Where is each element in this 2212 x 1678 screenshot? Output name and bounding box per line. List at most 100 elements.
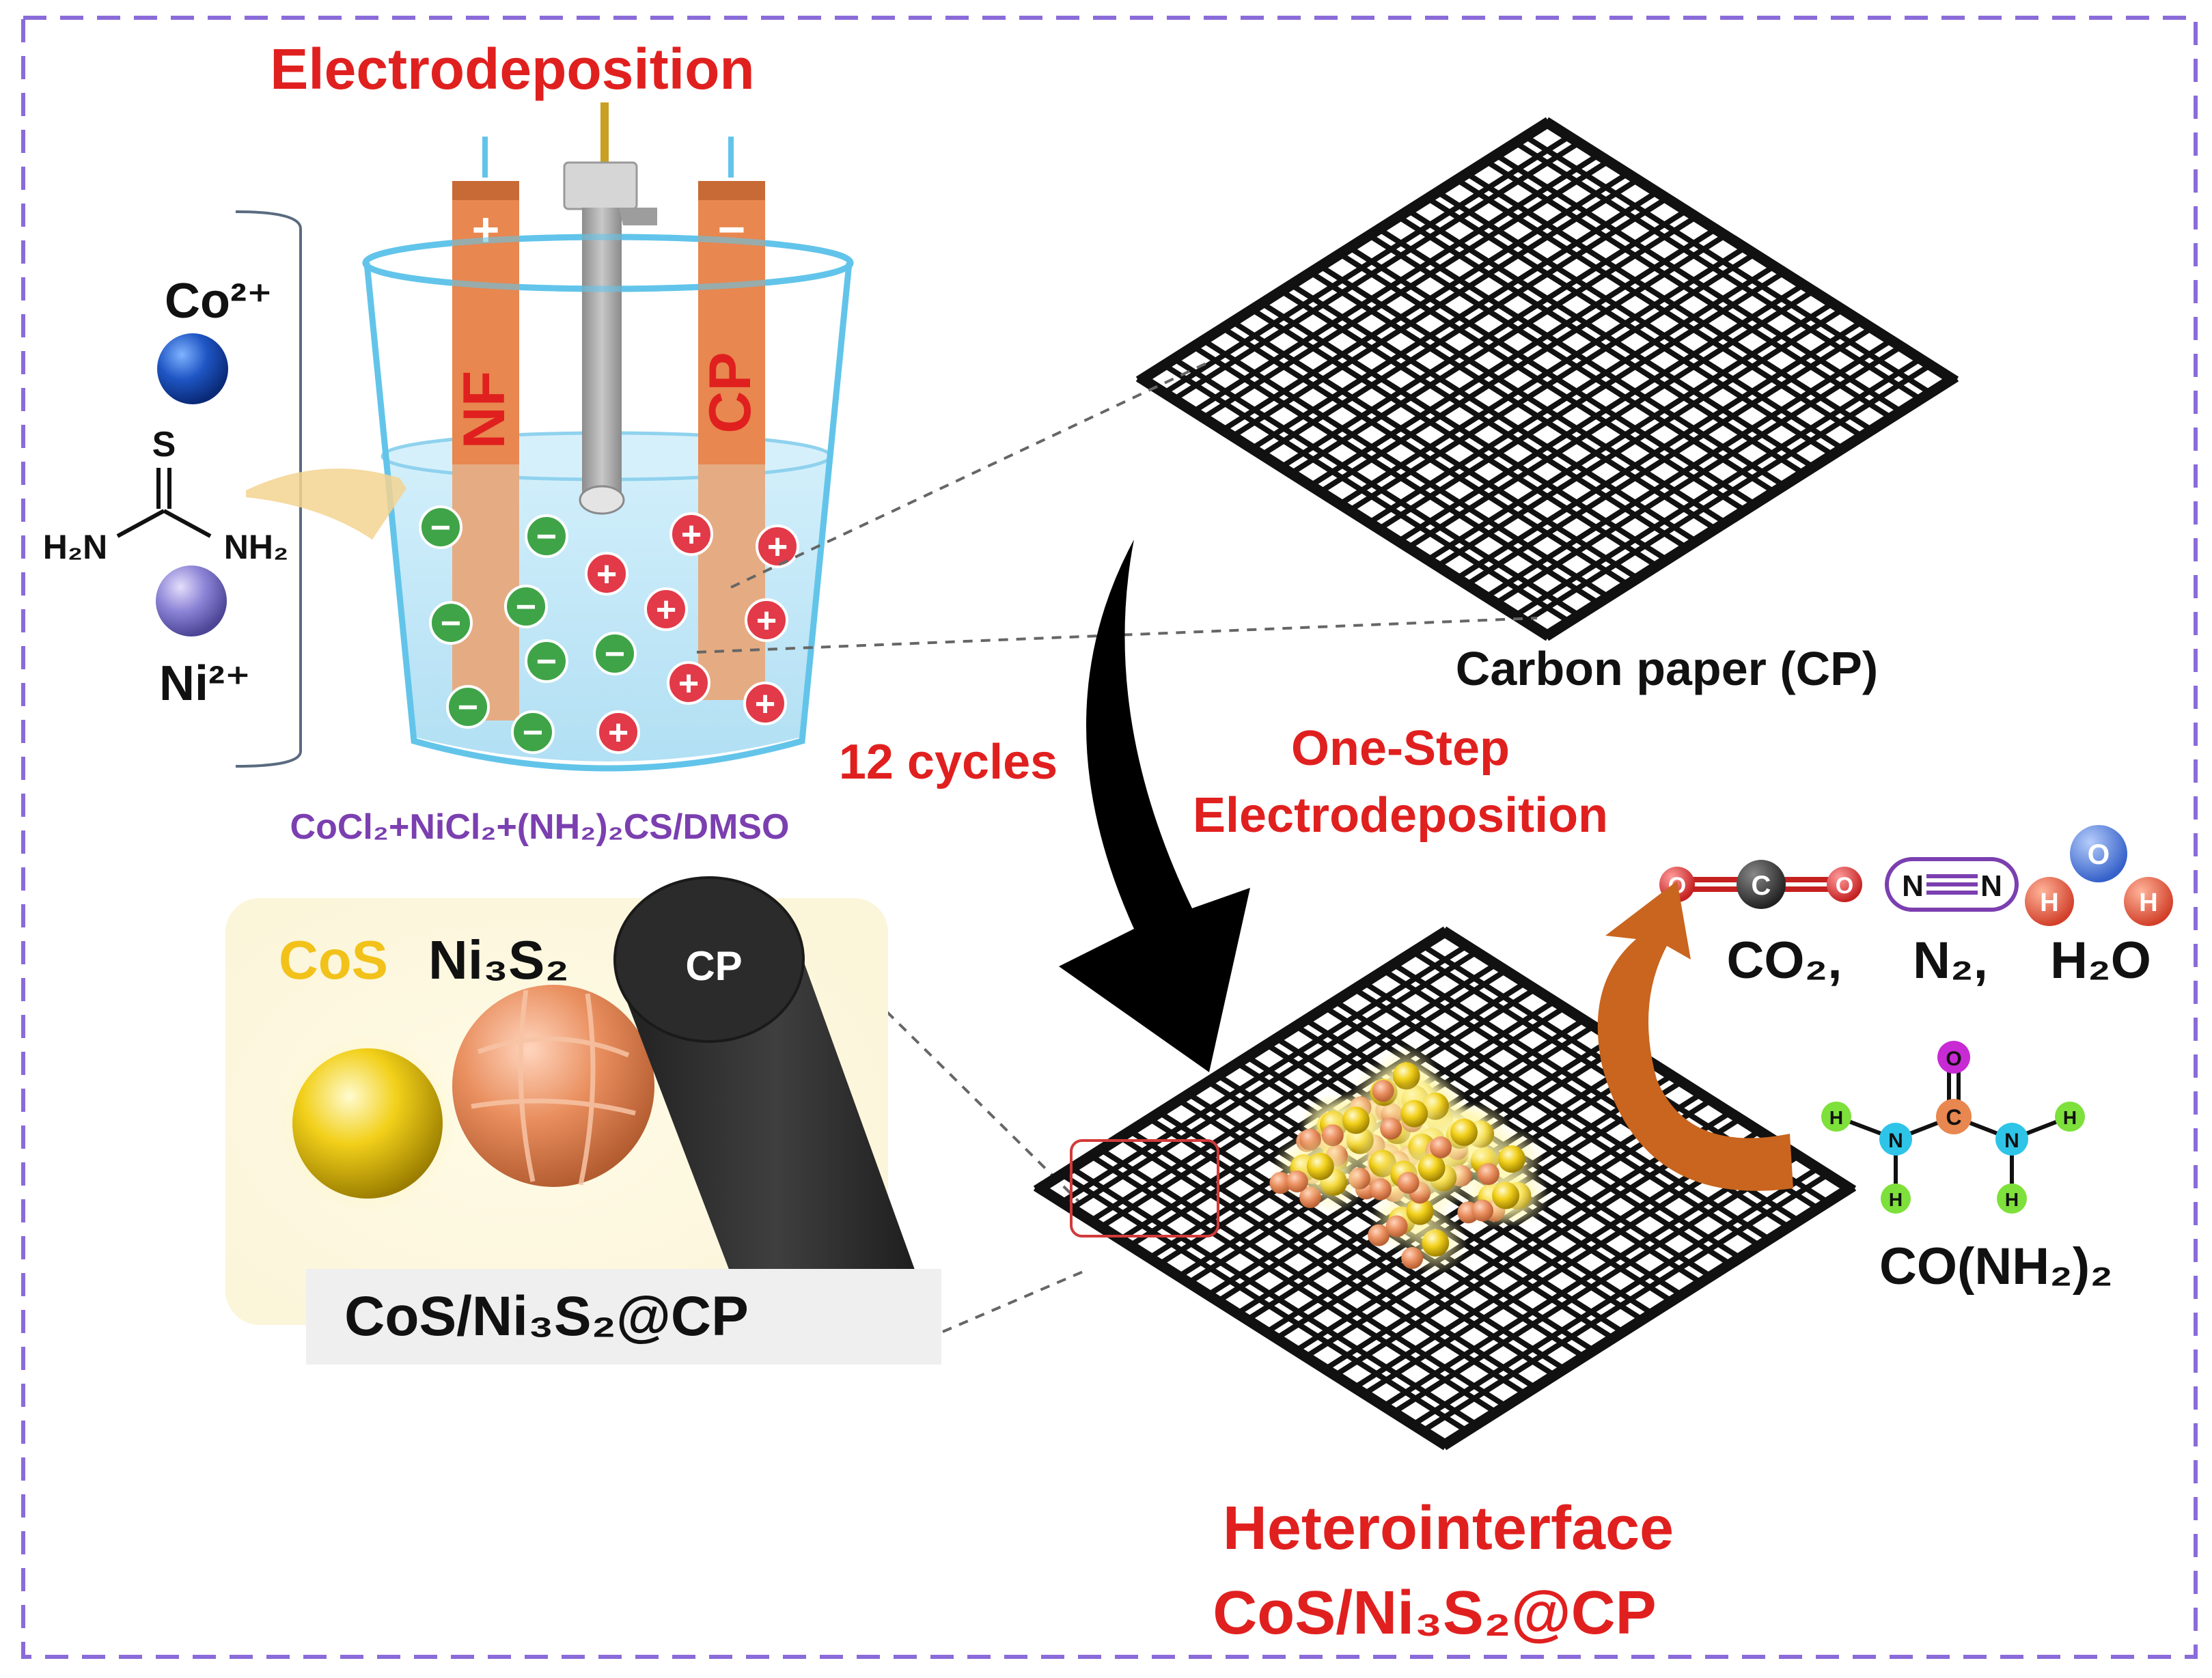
anion-marker: − [419,505,462,549]
anode-label: NF [452,371,517,449]
co-ion-label: Co²⁺ [165,274,273,328]
mesh-strand [1306,268,1720,533]
mesh-strand [1277,206,1691,471]
svg-text:+: + [678,664,699,703]
catalyst-particles [1269,1044,1549,1275]
ni-ion-sphere [156,565,227,637]
svg-text:−: − [441,604,461,643]
mesh-strand [1135,117,1549,382]
anode-immersed [452,464,519,721]
mesh-strand [1155,1108,1568,1373]
mesh-strand [1394,212,1808,477]
mesh-strand [1540,120,1954,384]
mesh-strand [1482,157,1896,422]
cathode-cap [698,181,765,200]
cation-marker: + [743,682,787,725]
electrodeposition-title: Electrodeposition [270,37,754,101]
svg-text:+: + [756,601,777,641]
mesh-strand [1248,305,1661,570]
mesh-strand [1141,374,1554,638]
mesh-strand [1374,225,1788,490]
cp-rod-body [615,949,936,1328]
mesh-strand [1453,176,1866,441]
urea-h1-label: H [1829,1107,1843,1128]
cos-particle [1418,1153,1446,1181]
cation-marker: + [585,552,628,596]
anion-marker: − [525,639,568,683]
co2-atom-c: C [1752,871,1771,901]
ni3s2-particle [1269,1172,1292,1194]
electrodeposition-step-label: Electrodeposition [1193,788,1608,843]
cathode-sign: − [718,203,746,256]
one-step-label: One-Step [1291,721,1510,776]
anode-cap [452,181,519,200]
mesh-strand [1096,1145,1510,1410]
mesh-strand [1521,361,1935,626]
svg-text:−: − [458,688,478,727]
urea-c-label: C [1946,1105,1961,1130]
urea-c-atom [1936,1099,1972,1134]
ni-ion-label: Ni²⁺ [159,656,251,711]
cp-rod-label: CP [685,943,742,989]
svg-text:−: − [516,587,536,627]
mesh-strand [1404,287,1818,552]
mesh-strand [1433,305,1847,570]
urea-h4-atom [1997,1184,2027,1214]
urea-h2-atom [2055,1102,2085,1132]
mesh-strand [1316,232,1730,496]
thiourea-s-label: S [152,425,176,464]
mesh-strand [1096,966,1510,1231]
cation-marker: + [644,587,688,631]
mesh-strand [1511,354,1925,619]
mesh-strand [1087,960,1500,1225]
thiourea-left-group: H₂N [43,528,107,566]
ni3s2-particle [1397,1171,1420,1194]
cos-particle [1342,1106,1370,1134]
thiourea-bonds [116,468,212,538]
ni3s2-particle [1477,1163,1499,1186]
mesh-strand [1135,376,1549,641]
thiourea-right-group: NH₂ [224,528,288,566]
heterointerface-catalyst: Heterointerface CoS/Ni₃S₂@CP [1033,926,1857,1647]
cycles-label: 12 cycles [839,735,1057,789]
urea-h2-label: H [2063,1107,2077,1128]
heterointerface-title: Heterointerface [1223,1494,1674,1563]
mesh-strand [1331,997,1744,1262]
urea-n1-label: N [1888,1130,1903,1152]
urea-n2-atom [1995,1123,2028,1156]
anion-marker: − [446,685,490,729]
reaction-arrow [1597,881,1793,1191]
ni3s2-particle [1368,1224,1390,1246]
svg-text:−: − [430,508,451,548]
anion-marker: − [429,601,473,645]
mesh-strand [1189,151,1603,416]
h2o-label: H₂O [2050,932,2151,990]
mesh-strand [1116,1133,1530,1398]
anion-marker: − [511,710,555,754]
ni3s2-particle [1401,1247,1424,1270]
mesh-strand [1511,139,1925,404]
cos-particle [1400,1100,1428,1128]
heterointerface-formula: CoS/Ni₃S₂@CP [1213,1579,1656,1647]
cathode-label: CP [697,352,763,433]
anion-marker: − [504,585,548,628]
carbon-paper-label: Carbon paper (CP) [1456,642,1878,695]
reference-electrode-cap [563,161,638,210]
svg-text:+: + [656,590,676,630]
anion-marker: − [593,632,637,675]
cathode-immersed [698,464,765,700]
mesh-strand [1287,212,1700,477]
mesh-strand [1463,324,1876,589]
mesh-strand [1346,244,1759,508]
mesh-strand [1228,176,1642,441]
ni3s2-sphere [452,985,654,1187]
mesh-strand [1199,336,1613,601]
zoom-guides [696,361,1538,1333]
mesh-strand [1219,324,1632,589]
mesh-strand [1453,318,1866,583]
figure-frame [21,16,2198,1659]
n2-label: N₂, [1913,932,1988,990]
mesh-strand [1057,942,1471,1206]
co2-atom-o2: O [1836,873,1853,899]
cation-marker: + [667,661,710,705]
